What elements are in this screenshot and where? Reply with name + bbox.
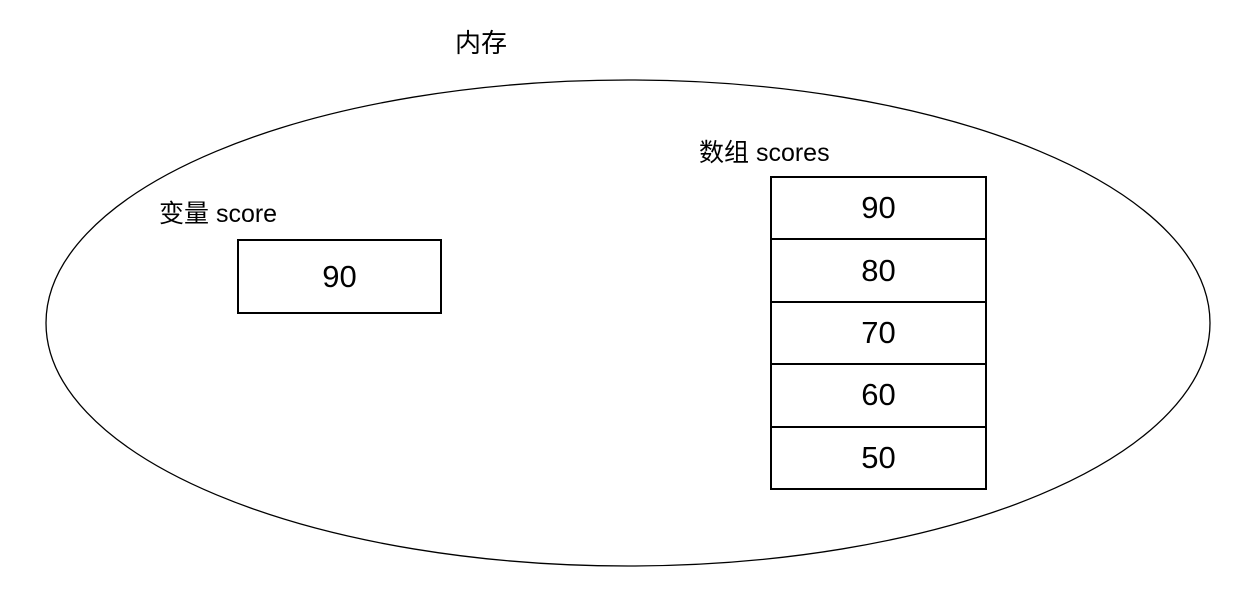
array-cell: 90	[861, 190, 896, 226]
variable-value-box: 90	[237, 239, 442, 314]
array-cell: 50	[772, 425, 985, 488]
memory-title: 内存	[455, 28, 508, 58]
variable-value: 90	[322, 258, 357, 294]
variable-label: 变量 score	[159, 200, 278, 228]
array-box: 90 80 70 60 50	[770, 176, 987, 490]
array-cell: 70	[772, 300, 985, 363]
array-cell: 60	[772, 363, 985, 425]
array-label: 数组 scores	[699, 139, 830, 167]
array-cell: 80	[772, 238, 985, 300]
